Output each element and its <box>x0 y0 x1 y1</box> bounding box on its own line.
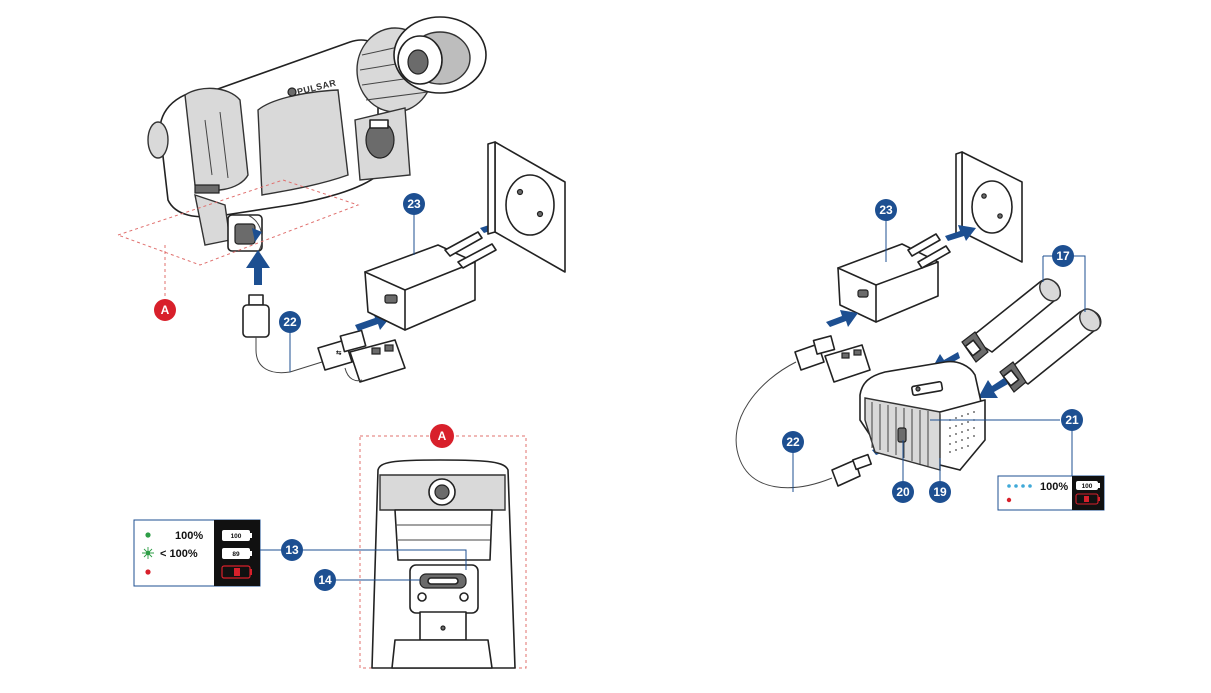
battery-charger-box <box>859 360 986 471</box>
detail-area-marker <box>116 179 360 300</box>
arrow-battery-2-in <box>978 378 1008 398</box>
leader-13 <box>302 549 467 570</box>
svg-text:100%: 100% <box>1040 481 1068 493</box>
svg-text:A: A <box>438 429 447 443</box>
callout-14: 14 <box>314 569 336 591</box>
led-red-icon-right <box>1006 497 1012 503</box>
svg-text:A: A <box>161 303 170 317</box>
callout-13: 13 <box>281 539 303 561</box>
thermal-monocular-device: PULSAR <box>147 16 487 253</box>
svg-text:23: 23 <box>407 197 421 211</box>
led-red-icon <box>145 569 151 575</box>
svg-text:21: 21 <box>1065 413 1079 427</box>
svg-text:⇆: ⇆ <box>336 349 342 357</box>
led-green-blinking-icon <box>142 547 154 559</box>
callout-21: 21 <box>1061 409 1083 431</box>
usb-cable-right <box>735 335 873 489</box>
charger-right <box>837 233 951 323</box>
arrow-to-charger-right <box>826 310 858 327</box>
callout-22-left: 22 <box>279 311 301 333</box>
svg-text:100: 100 <box>1082 483 1093 490</box>
led-legend-charger: 100% 100 <box>997 475 1105 511</box>
battery-2 <box>999 308 1102 393</box>
battery-full-icon: 100 <box>222 530 252 541</box>
charger-left <box>364 231 497 331</box>
usb-c-adapter <box>344 339 406 383</box>
callout-19: 19 <box>929 481 951 503</box>
usb-a-cable-end: ⇆ <box>317 329 367 371</box>
callout-23-left: 23 <box>403 193 425 215</box>
callout-22-right: 22 <box>782 431 804 453</box>
svg-text:23: 23 <box>879 203 893 217</box>
wall-socket-right <box>955 151 1023 263</box>
callout-17: 17 <box>1052 245 1074 267</box>
svg-text:< 100%: < 100% <box>160 548 198 560</box>
battery-partial-icon: 89 <box>222 548 252 559</box>
svg-text:100: 100 <box>231 533 242 540</box>
battery-empty-icon-right <box>1075 493 1100 505</box>
battery-empty-icon <box>221 565 252 579</box>
svg-text:22: 22 <box>283 315 297 329</box>
led-legend-device: 100% 100 < 100% 89 <box>133 519 261 587</box>
device-bottom-detail <box>371 459 516 669</box>
callout-20: 20 <box>892 481 914 503</box>
wall-socket-left <box>487 141 566 273</box>
svg-text:17: 17 <box>1056 249 1070 263</box>
arrow-up-to-port <box>246 250 270 285</box>
battery-1 <box>961 278 1061 363</box>
led-blue-dots-icon <box>1007 484 1032 488</box>
usb-c-cable-end <box>242 294 323 374</box>
svg-text:89: 89 <box>232 551 240 558</box>
svg-text:13: 13 <box>285 543 299 557</box>
svg-text:19: 19 <box>933 485 947 499</box>
callout-a-detail: A <box>430 424 454 448</box>
callout-23-right: 23 <box>875 199 897 221</box>
svg-text:100%: 100% <box>175 530 203 542</box>
svg-text:14: 14 <box>318 573 332 587</box>
led-green-icon <box>145 532 151 538</box>
battery-full-icon-right: 100 <box>1076 481 1100 490</box>
svg-text:20: 20 <box>896 485 910 499</box>
svg-text:22: 22 <box>786 435 800 449</box>
arrow-to-socket-right <box>945 225 976 241</box>
callout-a-top: A <box>154 299 176 321</box>
